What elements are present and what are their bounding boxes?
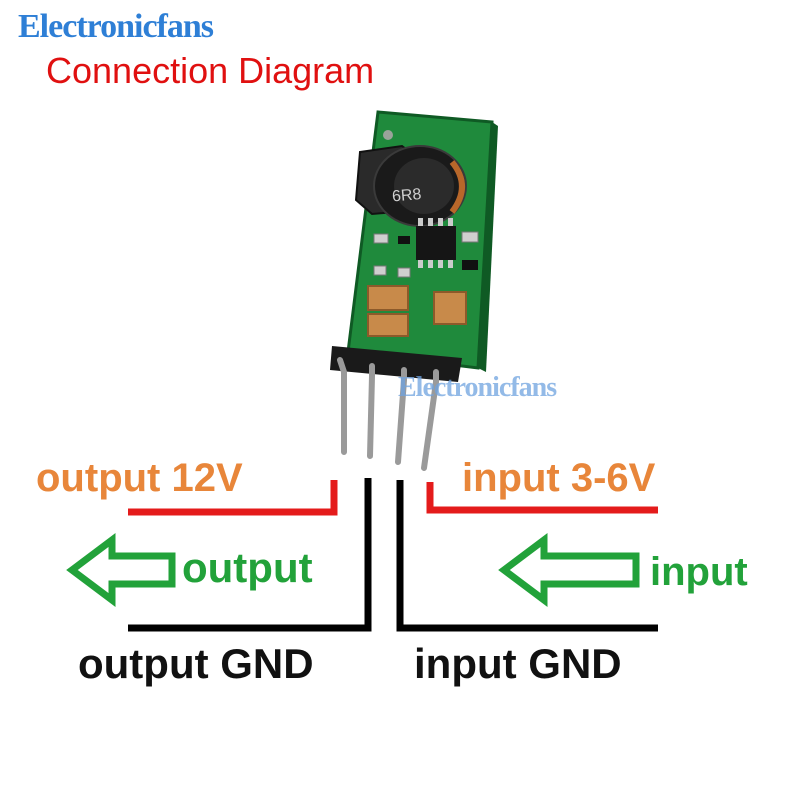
output-label: output <box>182 544 313 591</box>
mounting-hole <box>383 130 393 140</box>
inductor-marking: 6R8 <box>391 186 422 206</box>
input-gnd-label: input GND <box>414 640 622 687</box>
input-voltage-label: input 3-6V <box>462 456 656 500</box>
output-arrow-icon <box>66 533 176 607</box>
ic-chip <box>416 218 456 268</box>
input-gnd-wire <box>396 480 658 632</box>
dc-dc-module: 6R8 <box>330 110 498 471</box>
pcb-edge <box>478 122 498 372</box>
output-gnd-label: output GND <box>78 640 314 687</box>
output-12v-wire <box>128 480 338 516</box>
brand-logo-text: Electronicfans <box>18 8 214 45</box>
watermark: Electronicfans <box>398 372 557 403</box>
input-arrow-icon <box>498 533 640 607</box>
capacitors <box>367 285 467 337</box>
pin-2 <box>367 363 375 459</box>
inductor: 6R8 <box>354 144 467 227</box>
diagram-title: Connection Diagram <box>46 50 375 91</box>
header-pins <box>337 357 439 471</box>
output-gnd-wire <box>128 478 372 632</box>
input-3-6v-wire <box>426 482 658 514</box>
wires <box>128 478 658 632</box>
pin-header <box>330 346 462 382</box>
input-label: input <box>650 550 748 594</box>
output-voltage-label: output 12V <box>36 456 243 500</box>
pin-3 <box>395 367 407 465</box>
smd-components <box>373 231 479 278</box>
pin-1 <box>337 357 347 455</box>
pin-4 <box>421 369 439 471</box>
